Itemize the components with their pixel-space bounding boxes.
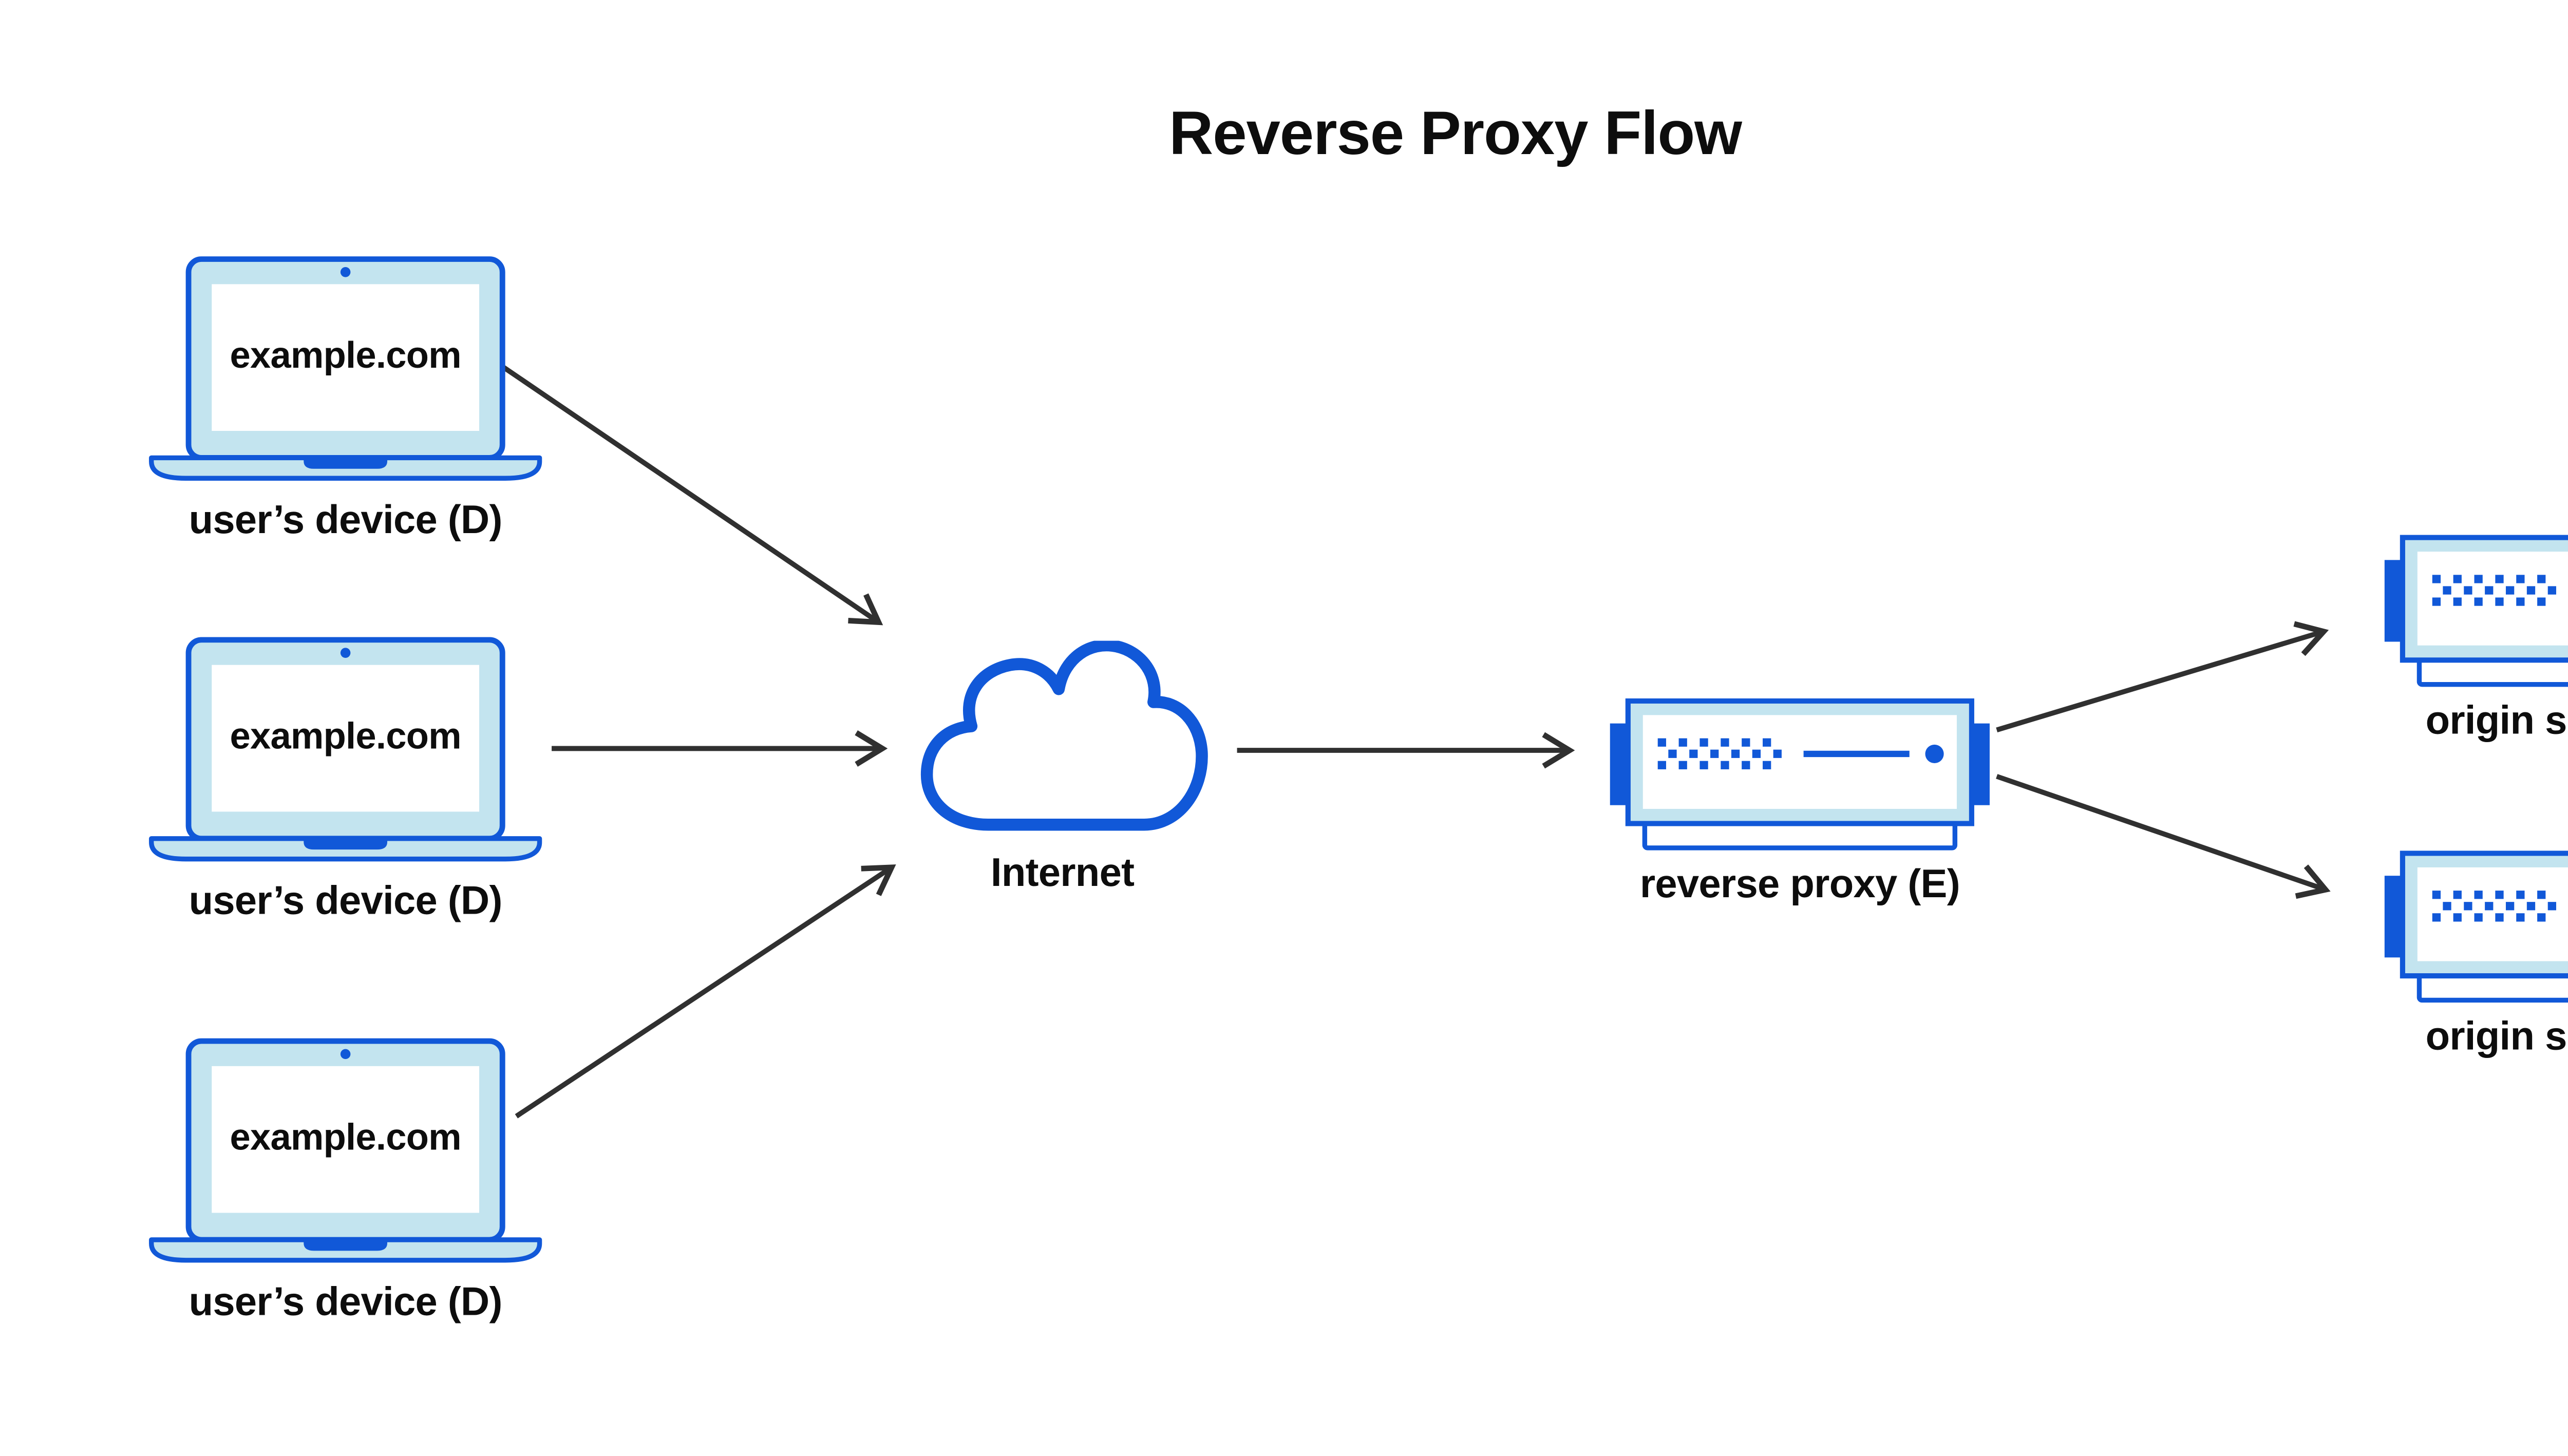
user-device-label: user’s device (D) xyxy=(188,878,503,923)
server-icon xyxy=(1609,698,1991,851)
node-internet: Internet xyxy=(914,639,1211,897)
reverse-proxy-label: reverse proxy (E) xyxy=(1639,862,1960,906)
device-screen-url: example.com xyxy=(230,336,461,377)
node-user-device-3: example.com user’s device (D) xyxy=(148,1038,542,1326)
cloud-icon xyxy=(920,639,1208,831)
arrow-device3-to-internet xyxy=(515,864,896,1119)
server-icon xyxy=(2383,850,2568,1003)
node-reverse-proxy: reverse proxy (E) xyxy=(1609,698,1991,908)
server-icon xyxy=(2383,535,2568,688)
node-origin-server-2: origin server (F) xyxy=(2383,850,2568,1060)
arrow-reverse-proxy-to-origin1 xyxy=(1996,621,2329,732)
user-device-label: user’s device (D) xyxy=(188,1279,503,1325)
node-user-device-1: example.com user’s device (D) xyxy=(148,256,542,544)
user-device-label: user’s device (D) xyxy=(188,498,503,543)
arrow-device1-to-internet xyxy=(500,364,883,626)
diagram-title: Reverse Proxy Flow xyxy=(1169,98,1742,167)
internet-label: Internet xyxy=(990,850,1135,896)
device-screen-url: example.com xyxy=(230,716,461,758)
node-origin-server-1: origin server (F) xyxy=(2383,535,2568,745)
origin-server-label: origin server (F) xyxy=(2425,698,2568,743)
origin-server-label: origin server (F) xyxy=(2425,1014,2568,1059)
device-screen-url: example.com xyxy=(230,1118,461,1159)
arrow-reverse-proxy-to-origin2 xyxy=(1996,774,2331,899)
node-user-device-2: example.com user’s device (D) xyxy=(148,637,542,924)
